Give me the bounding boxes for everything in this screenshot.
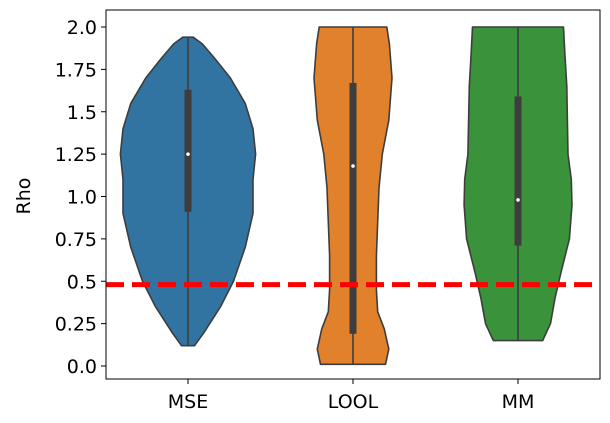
median-point-mm (516, 198, 520, 202)
iqr-box-mm (514, 96, 522, 246)
y-tick-label: 1.25 (55, 144, 97, 166)
x-tick-label-mm: MM (502, 391, 535, 413)
y-tick-label: 1.5 (67, 102, 97, 124)
y-tick-label: 1.0 (67, 187, 97, 209)
x-axis: MSE LOOL MM (168, 379, 535, 413)
median-point-mse (186, 152, 190, 156)
plot-frame (105, 9, 601, 380)
y-tick-label: 0.25 (55, 314, 97, 336)
y-tick-label: 0.0 (67, 356, 97, 378)
x-tick-label-mse: MSE (168, 391, 208, 413)
y-tick-label: 0.75 (55, 229, 97, 251)
iqr-box-mse (184, 89, 192, 212)
y-axis: 0.0 0.25 0.5 0.75 1.0 1.25 1.5 1.75 2.0 (55, 17, 106, 378)
median-point-lool (351, 164, 355, 168)
iqr-box-lool (349, 82, 357, 334)
y-axis-label: Rho (13, 178, 35, 215)
violins-group (119, 26, 573, 366)
y-tick-label: 2.0 (67, 17, 97, 39)
x-tick-label-lool: LOOL (328, 391, 379, 413)
y-tick-label: 0.5 (67, 271, 97, 293)
y-tick-label: 1.75 (55, 59, 97, 81)
